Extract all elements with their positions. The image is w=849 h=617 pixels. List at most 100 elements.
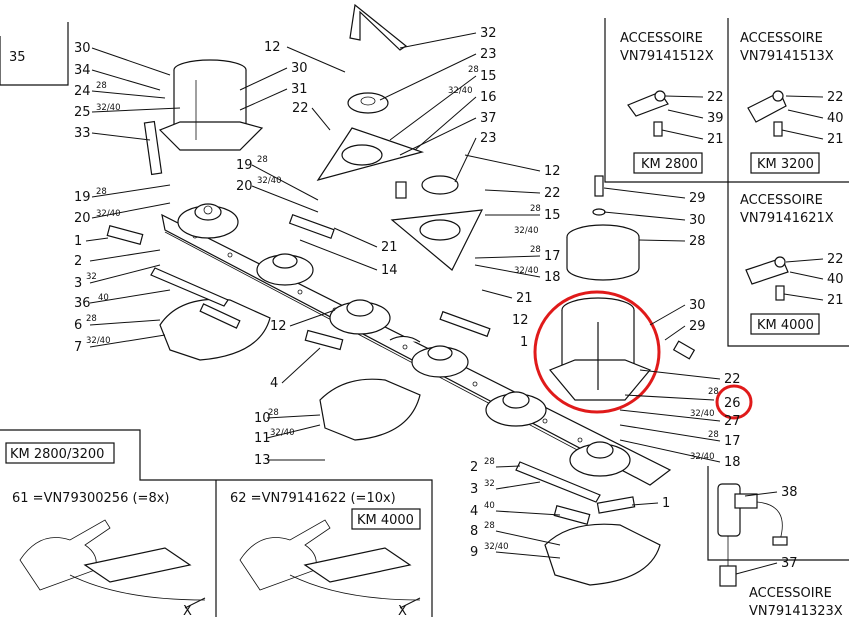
size-label: 40 (484, 501, 495, 511)
size-label: 32/40 (514, 226, 539, 236)
disc-hub (177, 203, 239, 239)
callout: 22 (292, 101, 309, 116)
highlight-circle-26 (715, 384, 753, 420)
accessory-2-model: KM 3200 (757, 157, 814, 172)
callout: 12 (512, 313, 529, 328)
callout: 39 (707, 111, 724, 126)
callout: 34 (74, 63, 91, 78)
left-drum (143, 59, 264, 176)
callout: 22 (827, 90, 844, 105)
callout: 29 (689, 319, 706, 334)
callout: 33 (74, 126, 91, 141)
disc-hub (569, 441, 631, 477)
size-labels: 28 32/40 28 32/40 32 40 28 32/40 28 32/4… (86, 65, 719, 552)
km-2800-3200-box (5, 442, 115, 464)
callout: 30 (689, 213, 706, 228)
disc-hub (329, 299, 391, 335)
callout: 9 (470, 545, 478, 560)
callout: 15 (480, 69, 497, 84)
callout: 23 (480, 131, 497, 146)
size-label: 28 (96, 187, 107, 197)
size-label: 32 (86, 272, 97, 282)
callout: 35 (9, 50, 26, 65)
size-label: 32/40 (96, 209, 121, 219)
callout: 6 (74, 318, 82, 333)
accessory-3-model-box (750, 313, 820, 335)
callout: 27 (724, 414, 741, 429)
inset-frames (0, 18, 849, 617)
callout: 22 (544, 186, 561, 201)
callout: 40 (827, 111, 844, 126)
callout: 20 (236, 179, 253, 194)
callout: 15 (544, 208, 561, 223)
size-label: 28 (268, 408, 279, 418)
accessory-1-model: KM 2800 (641, 157, 698, 172)
callout: 1 (520, 335, 528, 350)
callout: 21 (516, 291, 533, 306)
callout: 32 (480, 26, 497, 41)
accessory-4-code: VN79141323X (749, 604, 843, 617)
size-label: 32/40 (514, 266, 539, 276)
callout: 4 (270, 376, 278, 391)
accessory-2-title: ACCESSOIRE (740, 31, 823, 46)
km-4000-box (351, 508, 421, 530)
callout: 17 (544, 249, 561, 264)
size-label: 28 (484, 457, 495, 467)
accessory-4-title: ACCESSOIRE (749, 586, 832, 601)
right-drum-28 (566, 175, 640, 281)
accessory-labels: ACCESSOIRE VN79141512X KM 2800 ACCESSOIR… (620, 31, 843, 617)
callout: 4 (470, 504, 478, 519)
size-label: 32 (484, 479, 495, 489)
callout-numbers: 35 30 34 24 25 33 19 20 1 2 3 36 6 7 12 … (9, 26, 844, 571)
callout: 1 (662, 496, 670, 511)
size-label: 32/40 (86, 336, 111, 346)
size-label: 28 (468, 65, 479, 75)
km-2800-3200-label: KM 2800/3200 (10, 447, 104, 462)
callout: 17 (724, 434, 741, 449)
callout: 40 (827, 272, 844, 287)
callout: 29 (689, 191, 706, 206)
callout: 19 (74, 190, 91, 205)
size-label: 32/40 (484, 542, 509, 552)
accessory-3-code: VN79141621X (740, 211, 834, 226)
callout: 21 (827, 132, 844, 147)
callout: 38 (781, 485, 798, 500)
leader-lines (85, 32, 824, 609)
callout: 37 (781, 556, 798, 571)
size-label: 28 (484, 521, 495, 531)
size-label: 40 (98, 293, 109, 303)
callout: 31 (291, 82, 308, 97)
callout: 3 (470, 482, 478, 497)
size-label: 28 (530, 245, 541, 255)
callout: 8 (470, 524, 478, 539)
callout: 20 (74, 211, 91, 226)
disc-hub (256, 253, 314, 286)
x-marker-2: X (398, 604, 407, 617)
accessory-2-model-box (750, 152, 820, 174)
accessory-2-code: VN79141513X (740, 49, 834, 64)
item-62-label: 62 =VN79141622 (=10x) (230, 491, 396, 506)
callout: 2 (470, 460, 478, 475)
callout: 30 (291, 61, 308, 76)
callout: 12 (544, 164, 561, 179)
top-plates (316, 3, 484, 271)
callout: 18 (544, 270, 561, 285)
callout: 13 (254, 453, 271, 468)
callout: 23 (480, 47, 497, 62)
callout: 16 (480, 90, 497, 105)
callout: 22 (827, 252, 844, 267)
size-label: 32/40 (690, 409, 715, 419)
size-label: 28 (96, 81, 107, 91)
bottom-left-labels: KM 2800/3200 61 =VN79300256 (=8x) 62 =VN… (5, 442, 421, 617)
callout: 21 (381, 240, 398, 255)
callout: 28 (689, 234, 706, 249)
drum-26-assembly (549, 297, 696, 401)
callout: 3 (74, 276, 82, 291)
hand-illustrations (19, 519, 421, 601)
accessory-1-title: ACCESSOIRE (620, 31, 703, 46)
callout: 25 (74, 105, 91, 120)
callout: 1 (74, 234, 82, 249)
sensor-accessory (717, 483, 788, 587)
size-label: 32/40 (448, 86, 473, 96)
